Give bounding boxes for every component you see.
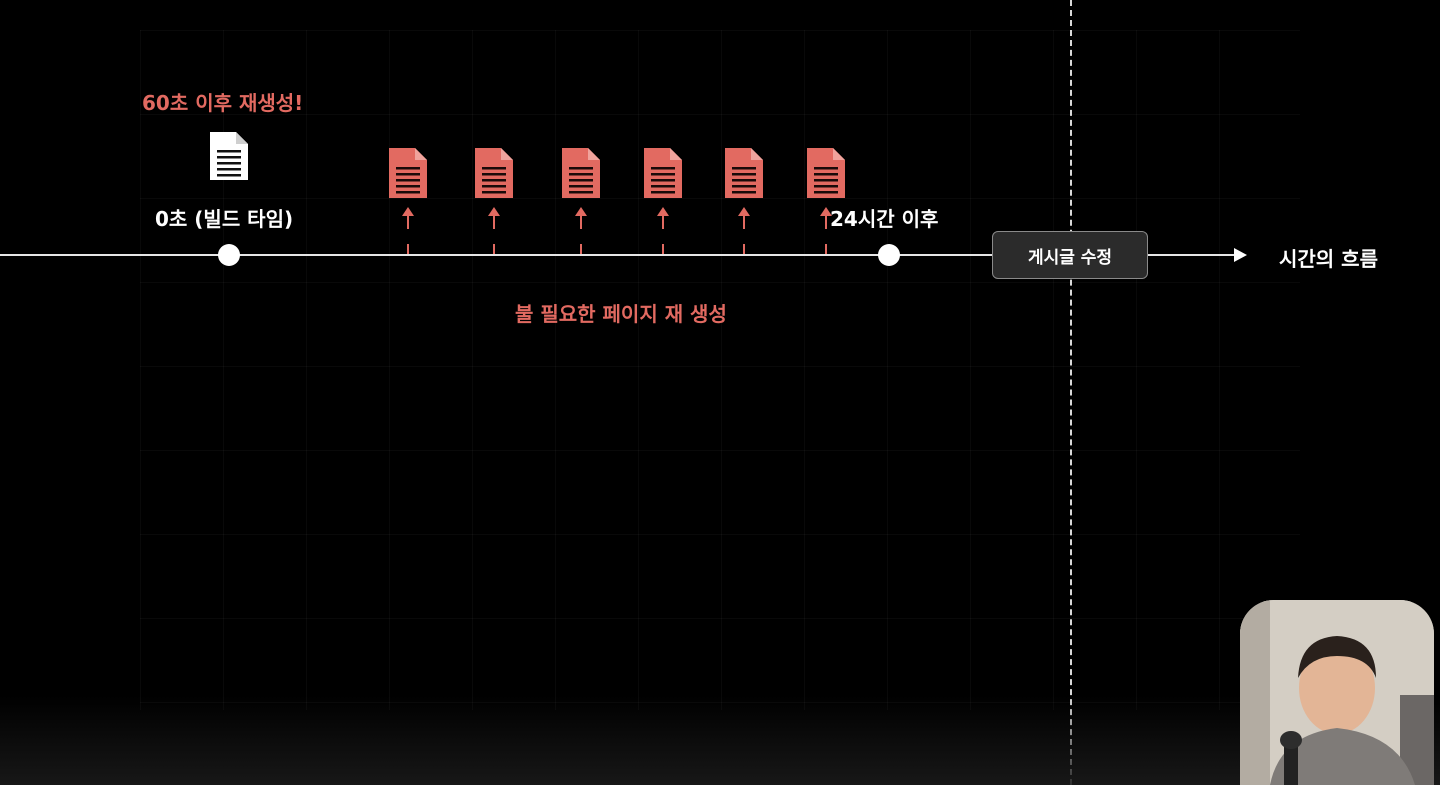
timeline-arrowhead-icon xyxy=(1234,248,1247,262)
edit-marker-dashed-line xyxy=(1070,0,1072,785)
regenerated-document-icon xyxy=(389,148,427,198)
regenerated-document-icon xyxy=(725,148,763,198)
up-arrow-icon xyxy=(657,207,669,229)
start-label: 0초 (빌드 타임) xyxy=(155,207,294,231)
document-icon xyxy=(210,132,248,180)
presenter-image xyxy=(1240,600,1434,785)
timeline-tick xyxy=(743,244,745,254)
timeline-tick xyxy=(493,244,495,254)
presenter-webcam xyxy=(1240,600,1434,785)
timeline-tick xyxy=(825,244,827,254)
timeline-tick xyxy=(662,244,664,254)
regenerated-document-icon xyxy=(807,148,845,198)
regenerated-document-icon xyxy=(562,148,600,198)
axis-label: 시간의 흐름 xyxy=(1279,247,1378,271)
up-arrow-icon xyxy=(820,207,832,229)
bottom-fade xyxy=(0,695,1440,785)
start-node xyxy=(218,244,240,266)
up-arrow-icon xyxy=(402,207,414,229)
edit-post-button[interactable]: 게시글 수정 xyxy=(992,231,1148,279)
top-caption: 60초 이후 재생성! xyxy=(142,91,304,115)
regenerated-document-icon xyxy=(644,148,682,198)
up-arrow-icon xyxy=(488,207,500,229)
end-node xyxy=(878,244,900,266)
up-arrow-icon xyxy=(575,207,587,229)
regenerated-document-icon xyxy=(475,148,513,198)
middle-caption: 불 필요한 페이지 재 생성 xyxy=(515,302,727,326)
timeline-tick xyxy=(580,244,582,254)
timeline-axis xyxy=(0,254,1238,256)
up-arrow-icon xyxy=(738,207,750,229)
timeline-tick xyxy=(407,244,409,254)
end-label: 24시간 이후 xyxy=(830,207,939,231)
background-grid xyxy=(140,30,1300,710)
